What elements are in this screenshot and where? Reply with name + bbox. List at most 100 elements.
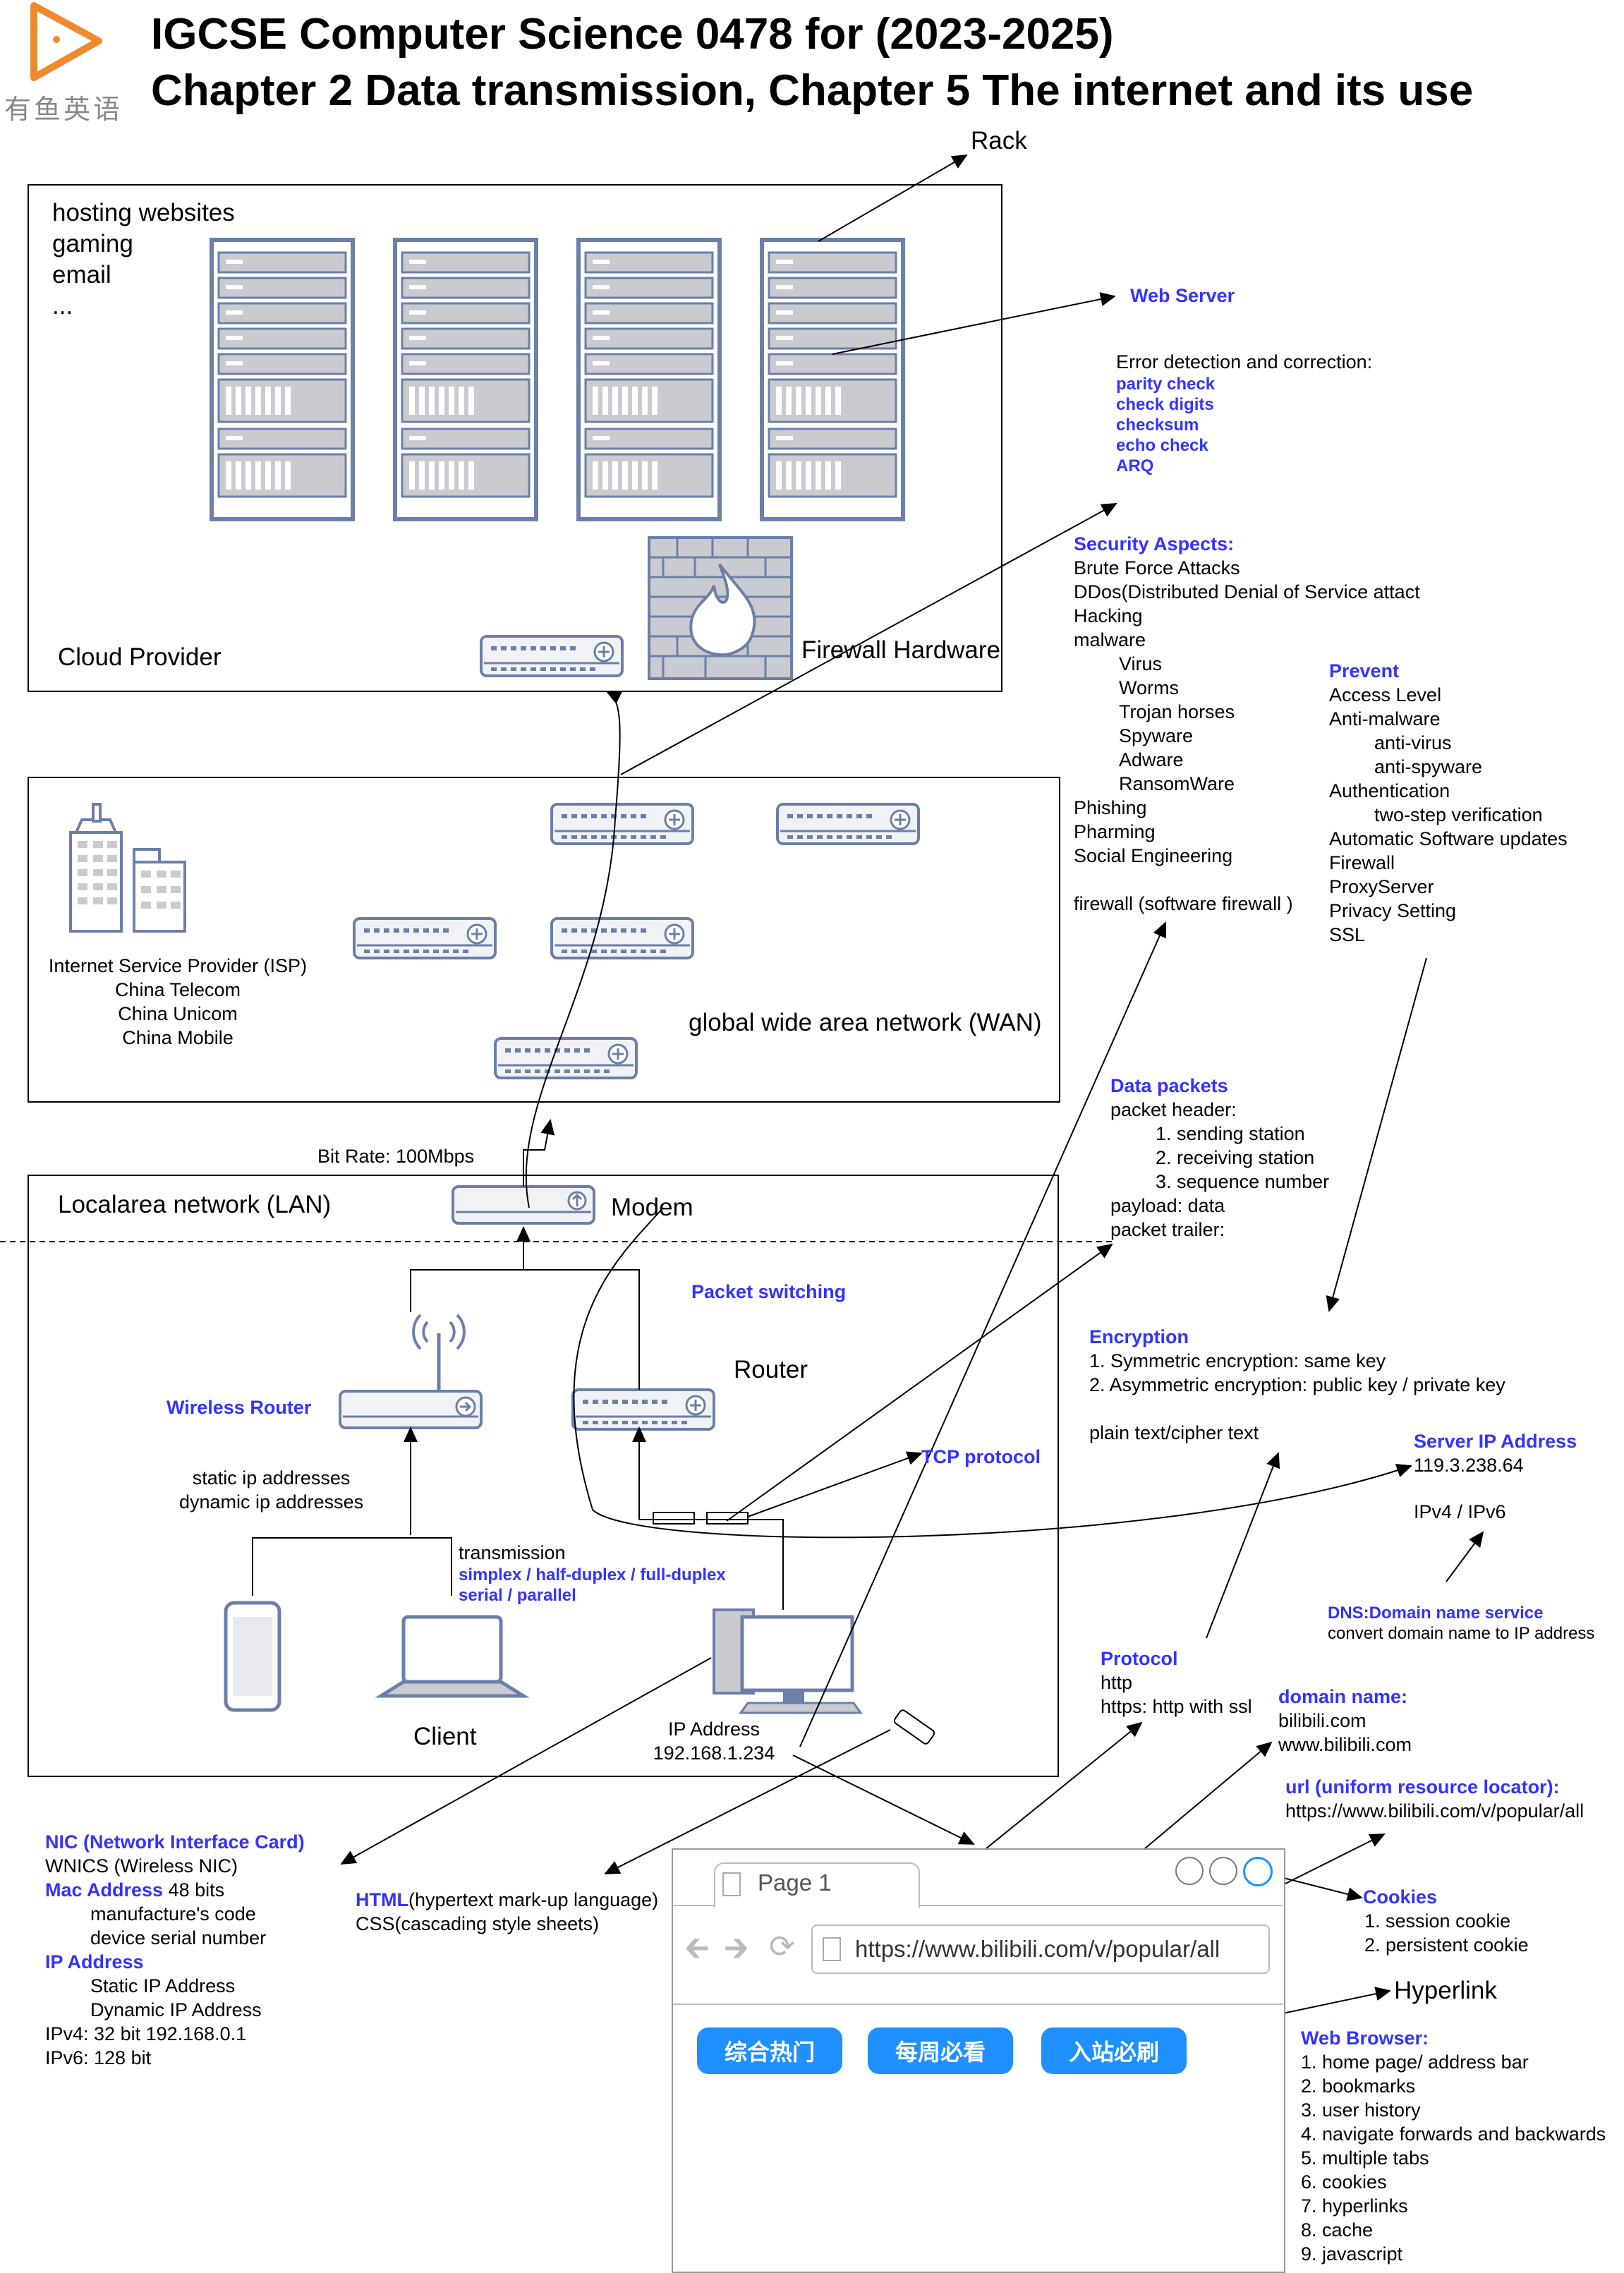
window-control-maximize[interactable] — [1209, 1857, 1237, 1885]
wan-router-icon — [550, 917, 694, 959]
prevent-item: Access Level — [1329, 684, 1442, 705]
client-label: Client — [413, 1723, 477, 1750]
security-line: Hacking — [1074, 605, 1143, 626]
page-button[interactable]: 每周必看 — [868, 2027, 1013, 2074]
back-arrow-icon[interactable]: 🡰 — [684, 1931, 710, 1965]
cookie-line: 1. session cookie — [1364, 1910, 1511, 1932]
logo-text: 有鱼英语 — [4, 95, 123, 125]
dns-title: DNS:Domain name service — [1328, 1604, 1544, 1623]
isp-item: China Telecom — [114, 979, 241, 1000]
dns-block: DNS:Domain name service convert domain n… — [1328, 1603, 1594, 1644]
page-title-line2: Chapter 2 Data transmission, Chapter 5 T… — [151, 66, 1474, 115]
desktop-computer-icon — [713, 1608, 863, 1714]
security-title: Security Aspects: — [1074, 533, 1235, 554]
error-detection-item: checksum — [1116, 416, 1199, 435]
server-ip-title: Server IP Address — [1414, 1431, 1577, 1452]
wireless-router-label: Wireless Router — [166, 1397, 312, 1418]
wan-router-icon — [776, 803, 920, 845]
forward-arrow-icon[interactable]: 🡲 — [724, 1931, 749, 1965]
malware-item: RansomWare — [1119, 773, 1235, 794]
url-title: url (uniform resource locator): — [1285, 1776, 1560, 1798]
security-line: Brute Force Attacks — [1074, 557, 1240, 578]
window-control-minimize[interactable] — [1175, 1857, 1204, 1885]
wan-router-icon — [494, 1037, 638, 1079]
malware-item: Virus — [1119, 653, 1163, 674]
isp-title: Internet Service Provider (ISP) — [48, 955, 308, 976]
laptop-icon — [375, 1615, 530, 1698]
address-bar[interactable] — [811, 1925, 1270, 1974]
cloud-use-item: gaming — [52, 230, 133, 257]
cloud-switch-icon — [480, 635, 624, 677]
malware-item: Trojan horses — [1119, 701, 1235, 722]
security-line: Phishing — [1074, 797, 1147, 818]
browser-toolbar-divider — [673, 1905, 1283, 1906]
ip-type-item: static ip addresses — [192, 1467, 351, 1489]
ip-type-item: dynamic ip addresses — [179, 1491, 364, 1513]
error-detection-block: Error detection and correction: parity c… — [1116, 350, 1372, 476]
address-bar-url: https://www.bilibili.com/v/popular/all — [855, 1936, 1220, 1962]
protocol-line: http — [1101, 1672, 1133, 1693]
transmission-title: transmission — [459, 1542, 566, 1563]
packet-line: payload: data — [1110, 1195, 1225, 1216]
security-aspects-block: Security Aspects: Brute Force Attacks DD… — [1074, 532, 1420, 916]
encryption-note: plain text/cipher text — [1089, 1422, 1259, 1443]
dns-desc: convert domain name to IP address — [1328, 1624, 1595, 1643]
cloud-use-item: hosting websites — [52, 199, 235, 226]
html-label: HTML — [356, 1889, 408, 1910]
page-button[interactable]: 综合热门 — [697, 2027, 842, 2074]
cloud-use-item: email — [52, 261, 111, 289]
ip-address-value: 192.168.1.234 — [653, 1742, 775, 1764]
web-browser-item: 7. hyperlinks — [1301, 2195, 1408, 2217]
prevent-item: SSL — [1329, 924, 1366, 945]
buildings-icon — [69, 803, 186, 933]
web-server-label: Web Server — [1130, 285, 1235, 306]
error-detection-item: check digits — [1116, 395, 1214, 414]
browser-tab[interactable] — [714, 1862, 920, 1908]
cookies-title: Cookies — [1363, 1886, 1438, 1908]
refresh-icon[interactable]: ⟳ — [769, 1929, 795, 1964]
page-button[interactable]: 入站必刷 — [1041, 2027, 1187, 2074]
ip-types: static ip addresses dynamic ip addresses — [179, 1466, 363, 1514]
mac-bits: 48 bits — [163, 1879, 225, 1901]
nic-title: NIC (Network Interface Card) — [45, 1831, 305, 1853]
server-ip-value: 119.3.238.64 — [1414, 1455, 1524, 1476]
transmission-mode: serial / parallel — [459, 1586, 576, 1605]
cookie-line: 2. persistent cookie — [1364, 1934, 1529, 1956]
packet-line: 2. receiving station — [1156, 1147, 1315, 1168]
server-ip-block: Server IP Address 119.3.238.64 IPv4 / IP… — [1414, 1429, 1577, 1524]
domain-line: bilibili.com — [1278, 1710, 1367, 1731]
spacer — [1414, 1477, 1577, 1500]
prevent-item: Firewall — [1329, 852, 1395, 873]
rack-label: Rack — [971, 127, 1027, 154]
server-rack-icon — [395, 240, 536, 519]
prevent-item: ProxyServer — [1329, 876, 1434, 897]
html-desc: (hypertext mark-up language) — [408, 1889, 659, 1910]
window-control-close[interactable] — [1243, 1857, 1273, 1886]
cloud-provider-label: Cloud Provider — [58, 643, 222, 671]
spacer — [1089, 1397, 1505, 1421]
data-packets-block: Data packets packet header: 1. sending s… — [1110, 1074, 1329, 1242]
domain-title: domain name: — [1278, 1686, 1408, 1707]
server-rack-icon — [578, 240, 720, 519]
prevent-item: Privacy Setting — [1329, 900, 1457, 921]
error-detection-item: parity check — [1116, 375, 1216, 394]
browser-content-divider — [673, 2004, 1283, 2005]
protocol-line: https: http with ssl — [1101, 1696, 1252, 1717]
ip-address-label: IP Address — [667, 1719, 761, 1740]
phone-icon — [224, 1601, 281, 1712]
html-css-block: HTML(hypertext mark-up language) CSS(cas… — [356, 1888, 658, 1936]
isp-item: China Mobile — [122, 1027, 234, 1048]
router-icon — [571, 1388, 715, 1431]
modem-icon — [452, 1185, 595, 1225]
encryption-title: Encryption — [1089, 1326, 1189, 1347]
encryption-block: Encryption 1. Symmetric encryption: same… — [1089, 1325, 1505, 1445]
lan-label: Localarea network (LAN) — [58, 1191, 332, 1218]
malware-item: Worms — [1119, 677, 1179, 698]
prevent-item: Anti-malware — [1329, 708, 1441, 729]
protocol-title: Protocol — [1101, 1648, 1178, 1669]
tcp-protocol-label: TCP protocol — [921, 1446, 1041, 1467]
web-browser-block: Web Browser: 1. home page/ address bar 2… — [1301, 2026, 1606, 2266]
prevent-block: Prevent Access Level Anti-malware anti-v… — [1329, 659, 1568, 947]
nic-block: NIC (Network Interface Card) WNICS (Wire… — [45, 1830, 305, 2070]
